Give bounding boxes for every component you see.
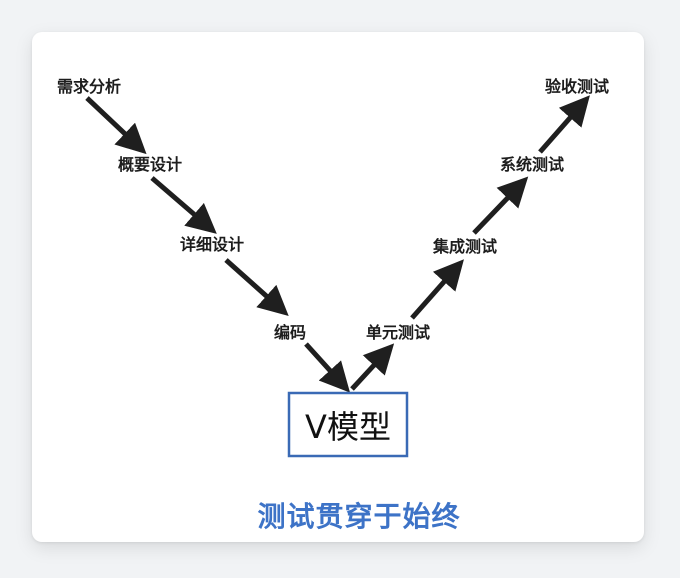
label-high-level-design: 概要设计 (118, 155, 182, 174)
arrow-design-to-detailed (150, 176, 217, 234)
arrow-detailed-to-coding (224, 258, 289, 316)
arrow-system-to-acceptance (538, 95, 590, 154)
label-acceptance-test: 验收测试 (545, 77, 609, 96)
label-coding: 编码 (274, 323, 306, 342)
footer-caption: 测试贯穿于始终 (257, 500, 460, 533)
arrow-coding-to-bottom (304, 342, 351, 393)
label-detailed-design: 详细设计 (180, 235, 244, 254)
v-model-box (287, 391, 409, 458)
label-unit-test: 单元测试 (366, 323, 430, 342)
arrow-requirements-to-design (85, 96, 147, 155)
v-model-label: V模型 (305, 408, 391, 446)
label-requirements-analysis: 需求分析 (57, 77, 121, 96)
label-integration-test: 集成测试 (432, 237, 497, 256)
arrow-unit-to-integration (410, 259, 464, 320)
label-system-test: 系统测试 (500, 155, 564, 174)
arrow-bottom-to-unit (350, 343, 395, 391)
arrow-integration-to-system (472, 176, 529, 235)
